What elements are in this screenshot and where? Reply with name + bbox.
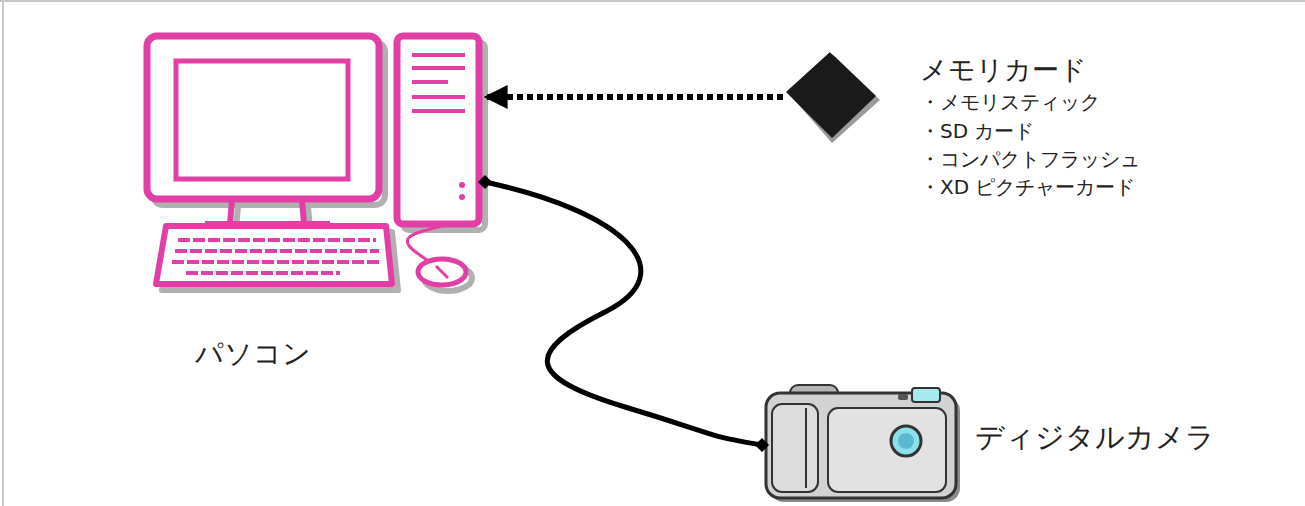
memory-card-icon [786,52,880,143]
usb-cable [485,182,762,445]
cable-plug [478,175,492,189]
frame-line [2,0,4,506]
card-type-item: ・メモリスティック [920,91,1100,114]
pc-illustration [147,36,485,291]
memory-card-node: メモリカード・メモリスティック・SD カード・コンパクトフラッシュ・XD ピクチ… [785,48,1247,278]
frame-line [0,0,1305,2]
card-type-item: ・コンパクトフラッシュ [920,148,1140,171]
device-label: メモリカード [920,54,1087,85]
device-label: ディジタルカメラ [975,421,1215,454]
card-type-item: ・XD ピクチャーカード [920,176,1135,199]
cable-plug [755,438,769,452]
camera-node: ディジタルカメラ [762,383,1292,501]
device-label: パソコン [195,338,311,370]
card-type-item: ・SD カード [920,120,1034,143]
computer-node: パソコン [145,30,485,375]
transfer-arrow [486,94,783,100]
camera-icon [766,385,960,502]
